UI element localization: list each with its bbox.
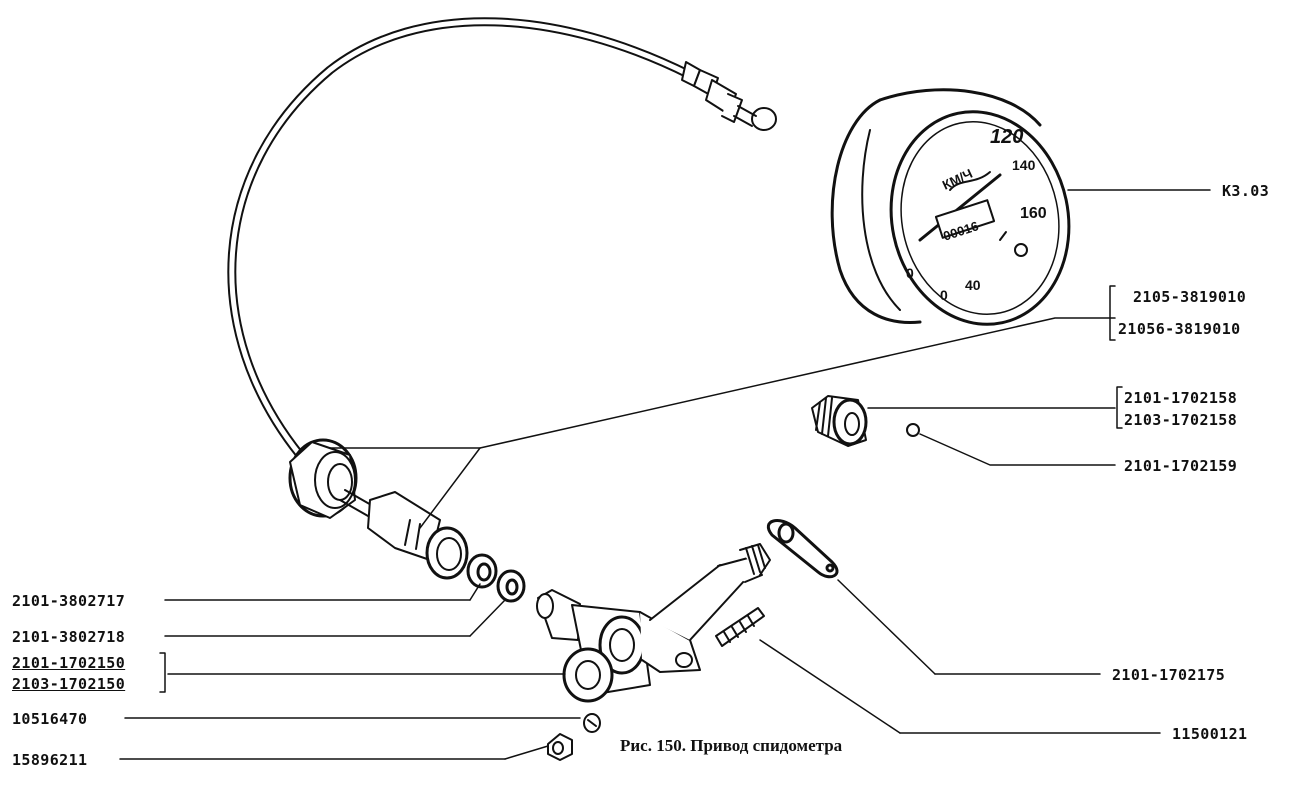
bushing [496,569,526,603]
label-plate: 2101-1702175 [1112,666,1226,684]
label-lock-washer: 10516470 [12,710,88,728]
label-nut: 15896211 [12,751,88,769]
figure-caption: Рис. 150. Привод спидометра [620,736,843,755]
label-housing-a: 2101-1702150 [12,654,126,672]
label-cable-a: 2105-3819010 [1133,288,1247,306]
ball [906,423,920,437]
drive-housing [536,543,771,703]
stud [715,607,765,647]
label-ball: 2101-1702159 [1124,457,1238,475]
lock-washer [583,713,601,733]
speedometer-cable [227,17,695,460]
washer [466,553,498,589]
label-stud: 11500121 [1172,725,1248,743]
driven-gear [811,395,868,447]
label-cable-b: 21056-3819010 [1118,320,1241,338]
label-gear-b: 2103-1702158 [1124,411,1238,429]
leader-lines [119,189,1211,760]
dial-160: 160 [1020,205,1047,222]
cable-lower-end [288,438,469,580]
dial-0: 0 [906,265,914,281]
label-bushing: 2101-3802718 [12,628,126,646]
dial-120: 120 [990,126,1023,148]
label-speedometer: К3.03 [1222,182,1270,200]
nut [547,733,573,761]
label-gear-a: 2101-1702158 [1124,389,1238,407]
label-washer: 2101-3802717 [12,592,126,610]
plate [766,519,839,579]
dial-0-lower: 0 [940,287,948,303]
dial-140: 140 [1012,157,1036,173]
dial-40: 40 [965,277,981,293]
cable-upper-end [681,61,777,131]
label-housing-b: 2103-1702150 [12,675,126,693]
speedometer [830,88,1071,326]
